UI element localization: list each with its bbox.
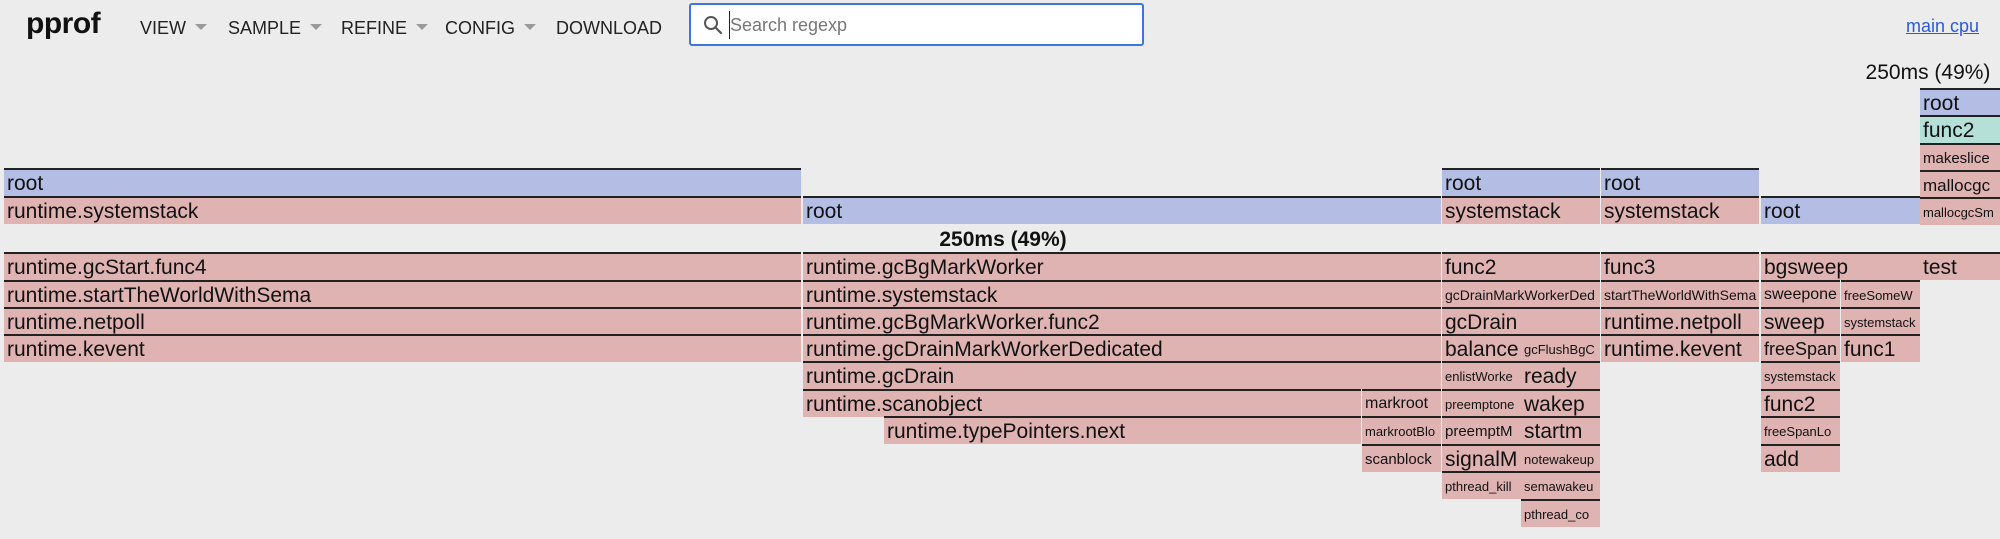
chevron-down-icon [310,24,323,31]
stack-5-frame-4[interactable]: freeSpan [1761,334,1840,362]
stack-5-frame-1[interactable]: bgsweep [1761,252,1920,280]
stack-2-frame-2[interactable]: runtime.systemstack [803,280,1441,308]
stack-3-frame-7[interactable]: preemptone [1442,389,1521,417]
stack-2-frame-6[interactable]: runtime.scanobject [803,389,1361,417]
stack-6-summary: 250ms (49%) [1865,61,1991,84]
stack-3-frame-7-1[interactable]: wakep [1521,389,1600,417]
stack-2-frame-5[interactable]: runtime.gcDrain [803,361,1441,389]
stack-3-frame-6[interactable]: enlistWorke [1442,361,1521,389]
stack-5-frame-7[interactable]: freeSpanLo [1761,416,1840,444]
stack-1-frame-4[interactable]: runtime.netpoll [4,307,801,335]
stack-1-frame-2[interactable]: runtime.gcStart.func4 [4,252,801,280]
profile-link[interactable]: main cpu [1905,16,1979,36]
stack-3-frame-8[interactable]: preemptM [1442,416,1521,444]
sample-menu-label: SAMPLE [228,18,302,38]
stack-4-frame-4[interactable]: runtime.netpoll [1601,307,1759,335]
stack-3-frame-0[interactable]: root [1442,168,1600,196]
stack-3-frame-3[interactable]: gcDrainMarkWorkerDed [1442,280,1600,308]
stack-6-frame-2[interactable]: makeslice [1920,143,2000,171]
stack-1-frame-0[interactable]: root [4,168,801,196]
stack-3-frame-9-1[interactable]: notewakeup [1521,444,1600,472]
stack-1-frame-1[interactable]: runtime.systemstack [4,196,801,224]
stack-4-frame-2[interactable]: func3 [1601,252,1759,280]
stack-5-frame-6[interactable]: func2 [1761,389,1840,417]
download-menu[interactable]: DOWNLOAD [556,16,662,40]
stack-5-frame-3-1[interactable]: systemstack [1841,307,1920,335]
stack-2-frame-4[interactable]: runtime.gcDrainMarkWorkerDedicated [803,334,1441,362]
stack-3-frame-9[interactable]: signalM [1442,444,1521,472]
stack-2-frame-3[interactable]: runtime.gcBgMarkWorker.func2 [803,307,1441,335]
chevron-down-icon [524,24,536,31]
stack-6-frame-0[interactable]: root [1920,88,2000,116]
stack-5-frame-4-1[interactable]: func1 [1841,334,1920,362]
stack-2-frame-8[interactable]: scanblock [1362,444,1441,472]
stack-3-frame-1[interactable]: systemstack [1442,196,1600,224]
stack-6-frame-5[interactable]: test [1920,252,2000,280]
stack-5-frame-2-1[interactable]: freeSomeW [1841,280,1920,308]
view-menu-label: VIEW [140,18,187,38]
stack-2-frame-1[interactable]: runtime.gcBgMarkWorker [803,252,1441,280]
chevron-down-icon [195,24,208,31]
stack-2-frame-0[interactable]: root [803,196,1441,224]
chevron-down-icon [416,24,429,31]
stack-3-frame-8-1[interactable]: startm [1521,416,1600,444]
search-icon [704,16,723,35]
stack-2-frame-7[interactable]: runtime.typePointers.next [884,416,1361,444]
stack-3-frame-5-1[interactable]: gcFlushBgC [1521,334,1600,362]
stack-4-frame-5[interactable]: runtime.kevent [1601,334,1759,362]
stack-4-frame-0[interactable]: root [1601,168,1759,196]
stack-5-frame-8[interactable]: add [1761,444,1840,472]
stack-2-frame-6-1[interactable]: markroot [1362,389,1441,417]
stack-6-frame-1[interactable]: func2 [1920,115,2000,143]
stack-5-frame-0[interactable]: root [1761,196,1920,224]
stack-5-frame-5[interactable]: systemstack [1761,361,1840,389]
stack-3-frame-2[interactable]: func2 [1442,252,1600,280]
top-bar: pprof VIEW SAMPLE REFINE CONFIG DOWNLOAD… [0,0,2000,58]
stack-1-frame-3[interactable]: runtime.startTheWorldWithSema [4,280,801,308]
stack-3-frame-6-1[interactable]: ready [1521,361,1600,389]
stack-2-summary: 250ms (49%) [939,228,1067,251]
stack-3-frame-10[interactable]: pthread_kill [1442,471,1521,499]
stack-6-frame-3[interactable]: mallocgc [1920,170,2000,198]
stack-4-frame-3[interactable]: startTheWorldWithSema [1601,280,1759,308]
stack-5-frame-2[interactable]: sweepone [1761,280,1840,308]
config-menu[interactable]: CONFIG [445,16,536,40]
stack-2-frame-7-1[interactable]: markrootBlo [1362,416,1441,444]
stack-3-frame-11[interactable]: pthread_co [1521,499,1600,527]
stack-5-frame-3[interactable]: sweep [1761,307,1840,335]
refine-menu[interactable]: REFINE [341,16,429,40]
search-input[interactable] [729,11,1130,39]
download-menu-label: DOWNLOAD [556,18,663,38]
stack-3-frame-10-1[interactable]: semawakeu [1521,471,1600,499]
stack-3-frame-4[interactable]: gcDrain [1442,307,1600,335]
search-box[interactable] [689,3,1144,46]
stack-4-frame-1[interactable]: systemstack [1601,196,1759,224]
stack-3-frame-5[interactable]: balance [1442,334,1521,362]
stack-6-frame-4[interactable]: mallocgcSm [1920,197,2000,225]
refine-menu-label: REFINE [341,18,408,38]
view-menu[interactable]: VIEW [140,16,208,40]
sample-menu[interactable]: SAMPLE [228,16,323,40]
pprof-logo: pprof [26,7,101,40]
config-menu-label: CONFIG [445,18,515,38]
stack-1-frame-5[interactable]: runtime.kevent [4,334,801,362]
